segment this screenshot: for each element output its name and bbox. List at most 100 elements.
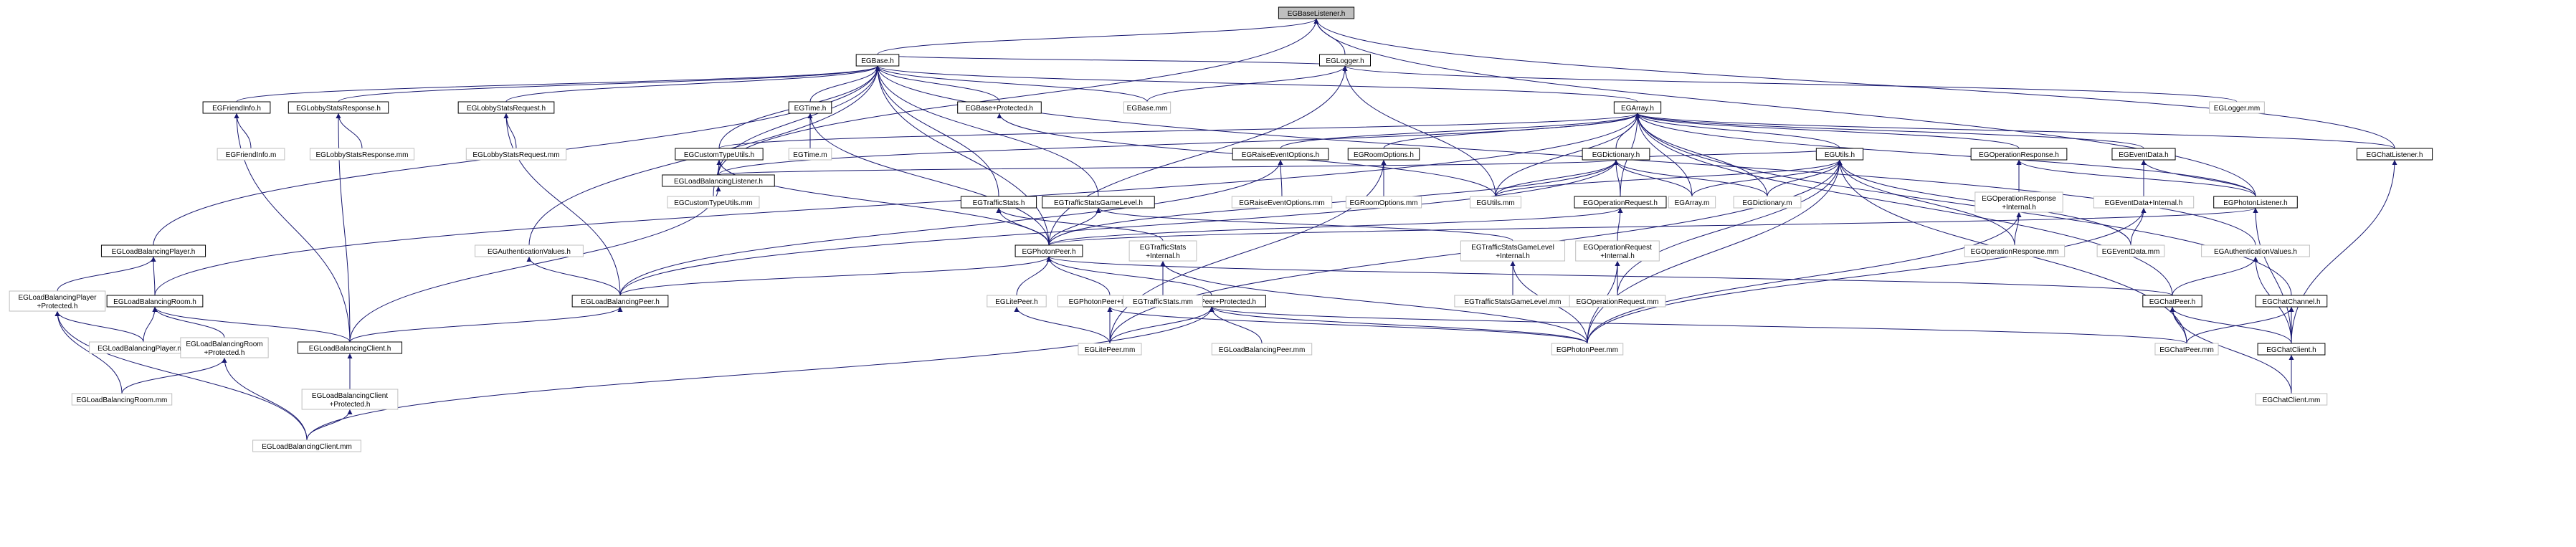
- node-eglobbystatsrequest-mm[interactable]: EGLobbyStatsRequest.mm: [465, 148, 567, 161]
- node-egloadbalancingpeer-h[interactable]: EGLoadBalancingPeer.h: [571, 295, 669, 308]
- node-egraiseeventoptions-mm[interactable]: EGRaiseEventOptions.mm: [1231, 196, 1333, 209]
- node-eglobbystatsresponse-h[interactable]: EGLobbyStatsResponse.h: [287, 101, 389, 114]
- node-egeventdata-internal-h[interactable]: EGEventData+Internal.h: [2093, 196, 2195, 209]
- node-egraiseeventoptions-h[interactable]: EGRaiseEventOptions.h: [1232, 148, 1329, 161]
- node-egbaselistener-h[interactable]: EGBaseListener.h: [1278, 6, 1355, 19]
- node-box: [957, 101, 1042, 114]
- node-label: EGLoadBalancingPeer.mm: [1219, 346, 1306, 354]
- node-egarray-h[interactable]: EGArray.h: [1613, 101, 1662, 114]
- edge-egtrafficstatsinternal-egphotonpeermm: [1160, 260, 1588, 344]
- node-egeventdata-mm[interactable]: EGEventData.mm: [2096, 244, 2165, 257]
- node-egdictionary-m[interactable]: EGDictionary.m: [1733, 196, 1802, 209]
- node-egphotonpeer-mm[interactable]: EGPhotonPeer.mm: [1551, 343, 1624, 356]
- edge-egutils-egphotonpeermm: [1587, 159, 1843, 344]
- node-label: EGLitePeer.h: [995, 298, 1037, 306]
- node-egdictionary-h[interactable]: EGDictionary.h: [1582, 148, 1650, 161]
- node-egloadbalancingroom-h[interactable]: EGLoadBalancingRoom.h: [106, 295, 204, 308]
- node-egcustomtypeutils-h[interactable]: EGCustomTypeUtils.h: [675, 148, 764, 161]
- edge-egfriendinfo-egfriendinfom: [234, 113, 252, 149]
- node-egbase-h[interactable]: EGBase.h: [855, 54, 900, 67]
- edge-egloadbalancingclientprot-egloadbalancingclientmm: [306, 409, 353, 441]
- node-egtrafficstatsgamelevel-internal-h[interactable]: EGTrafficStatsGameLevel+Internal.h: [1460, 240, 1566, 262]
- node-egloadbalancingclient-mm[interactable]: EGLoadBalancingClient.mm: [252, 439, 361, 452]
- node-egtrafficstats-mm[interactable]: EGTrafficStats.mm: [1123, 295, 1203, 308]
- node-egloadbalancingpeer-mm[interactable]: EGLoadBalancingPeer.mm: [1211, 343, 1313, 356]
- node-egoperationrequest-mm[interactable]: EGOperationRequest.mm: [1569, 295, 1666, 308]
- node-eglogger-mm[interactable]: EGLogger.mm: [2209, 101, 2265, 114]
- node-egtime-m[interactable]: EGTime.m: [788, 148, 832, 161]
- node-label: EGTime.m: [793, 151, 827, 159]
- node-label: EGLobbyStatsResponse.mm: [316, 151, 409, 159]
- node-egchatpeer-h[interactable]: EGChatPeer.h: [2142, 295, 2202, 308]
- node-egoperationresponse-mm[interactable]: EGOperationResponse.mm: [1964, 244, 2066, 257]
- node-box: [1815, 148, 1864, 161]
- node-egchatclient-h[interactable]: EGChatClient.h: [2257, 343, 2326, 356]
- node-eglobbystatsresponse-mm[interactable]: EGLobbyStatsResponse.mm: [309, 148, 415, 161]
- node-eglogger-h[interactable]: EGLogger.h: [1319, 54, 1371, 67]
- node-egchatpeer-mm[interactable]: EGChatPeer.mm: [2154, 343, 2219, 356]
- node-egtrafficstats-h[interactable]: EGTrafficStats.h: [960, 196, 1037, 209]
- node-label: EGBase+Protected.h: [966, 105, 1033, 113]
- node-egloadbalancingclient-h[interactable]: EGLoadBalancingClient.h: [297, 341, 403, 354]
- node-egloadbalancinglistener-h[interactable]: EGLoadBalancingListener.h: [662, 174, 775, 187]
- node-egutils-h[interactable]: EGUtils.h: [1815, 148, 1864, 161]
- node-egoperationrequest-internal-h[interactable]: EGOperationRequest+Internal.h: [1575, 240, 1660, 262]
- node-label: EGTrafficStats: [1140, 244, 1186, 252]
- node-label: EGOperationRequest.mm: [1576, 298, 1658, 306]
- edge-egdictionary-egutilsmm: [1495, 159, 1619, 197]
- node-egbase-protected-h[interactable]: EGBase+Protected.h: [957, 101, 1042, 114]
- node-egutils-mm[interactable]: EGUtils.mm: [1470, 196, 1521, 209]
- edge-eglobbystatsresp-eglobbystatsrespmm: [336, 113, 363, 149]
- edge-egbase-egtrafficstats: [875, 65, 999, 197]
- node-egroomoptions-mm[interactable]: EGRoomOptions.mm: [1345, 196, 1422, 209]
- edge-egdictionary-egoprequest: [1613, 159, 1621, 197]
- edge-egutils-egutilsmm: [1495, 159, 1843, 197]
- node-eglitepeer-mm[interactable]: EGLitePeer.mm: [1078, 343, 1142, 356]
- node-egchatchannel-h[interactable]: EGChatChannel.h: [2255, 295, 2328, 308]
- node-egarray-m[interactable]: EGArray.m: [1668, 196, 1716, 209]
- node-egchatlistener-h[interactable]: EGChatListener.h: [2356, 148, 2433, 161]
- node-box: [1964, 244, 2066, 257]
- node-egoperationrequest-h[interactable]: EGOperationRequest.h: [1574, 196, 1667, 209]
- node-egloadbalancingroom-mm[interactable]: EGLoadBalancingRoom.mm: [71, 393, 173, 406]
- edge-eglogger-egbase: [877, 54, 1347, 67]
- node-eglitepeer-h[interactable]: EGLitePeer.h: [987, 295, 1047, 308]
- edge-egchatpeer-egchatpeermm: [2169, 306, 2187, 344]
- node-egoperationresponse-internal-h[interactable]: EGOperationResponse+Internal.h: [1974, 191, 2063, 213]
- node-egroomoptions-h[interactable]: EGRoomOptions.h: [1347, 148, 1420, 161]
- node-egauthenticationvalues-h[interactable]: EGAuthenticationValues.h: [475, 244, 584, 257]
- node-egbase-mm[interactable]: EGBase.mm: [1123, 101, 1171, 114]
- node-box: [2255, 295, 2328, 308]
- edge-egeventdata-egphotonlistener: [2141, 159, 2256, 197]
- node-egfriendinfo-m[interactable]: EGFriendInfo.m: [217, 148, 285, 161]
- node-egtrafficstats-internal-h[interactable]: EGTrafficStats+Internal.h: [1128, 240, 1197, 262]
- node-egfriendinfo-h[interactable]: EGFriendInfo.h: [202, 101, 271, 114]
- node-egloadbalancingclient-protected-h[interactable]: EGLoadBalancingClient+Protected.h: [301, 389, 399, 410]
- node-egloadbalancingplayer-h[interactable]: EGLoadBalancingPlayer.h: [100, 244, 206, 257]
- node-egoperationresponse-h[interactable]: EGOperationResponse.h: [1970, 148, 2068, 161]
- node-egauthenticationvalues-h[interactable]: EGAuthenticationValues.h: [2201, 244, 2310, 257]
- node-box: [1319, 54, 1371, 67]
- node-egchatclient-mm[interactable]: EGChatClient.mm: [2255, 393, 2328, 406]
- node-label: EGRoomOptions.h: [1354, 151, 1414, 159]
- node-egtrafficstatsgamelevel-h[interactable]: EGTrafficStatsGameLevel.h: [1042, 196, 1155, 209]
- edge-egdictionary-egdictionarym: [1613, 159, 1768, 197]
- node-egtime-h[interactable]: EGTime.h: [788, 101, 832, 114]
- node-box: [180, 337, 269, 358]
- node-egloadbalancingroom-protected-h[interactable]: EGLoadBalancingRoom+Protected.h: [180, 337, 269, 358]
- node-egphotonpeer-h[interactable]: EGPhotonPeer.h: [1014, 244, 1083, 257]
- node-egloadbalancingplayer-protected-h[interactable]: EGLoadBalancingPlayer+Protected.h: [9, 290, 106, 312]
- node-label: EGLoadBalancingClient: [312, 392, 388, 400]
- node-box: [1278, 6, 1355, 19]
- node-eglobbystatsrequest-h[interactable]: EGLobbyStatsRequest.h: [457, 101, 555, 114]
- node-egphotonlistener-h[interactable]: EGPhotonListener.h: [2213, 196, 2298, 209]
- node-egcustomtypeutils-mm[interactable]: EGCustomTypeUtils.mm: [667, 196, 760, 209]
- node-box: [457, 101, 555, 114]
- node-egeventdata-h[interactable]: EGEventData.h: [2111, 148, 2176, 161]
- edge-egphotonpeer-egphotonpeerprot: [1046, 256, 1212, 296]
- node-egtrafficstatsgamelevel-mm[interactable]: EGTrafficStatsGameLevel.mm: [1454, 295, 1572, 308]
- edge-eglogger-egloggermm: [1342, 65, 2238, 103]
- edge-egphotonpeerprot-egchatpeermm: [1209, 306, 2187, 344]
- node-label: EGLoadBalancingRoom.mm: [77, 396, 168, 404]
